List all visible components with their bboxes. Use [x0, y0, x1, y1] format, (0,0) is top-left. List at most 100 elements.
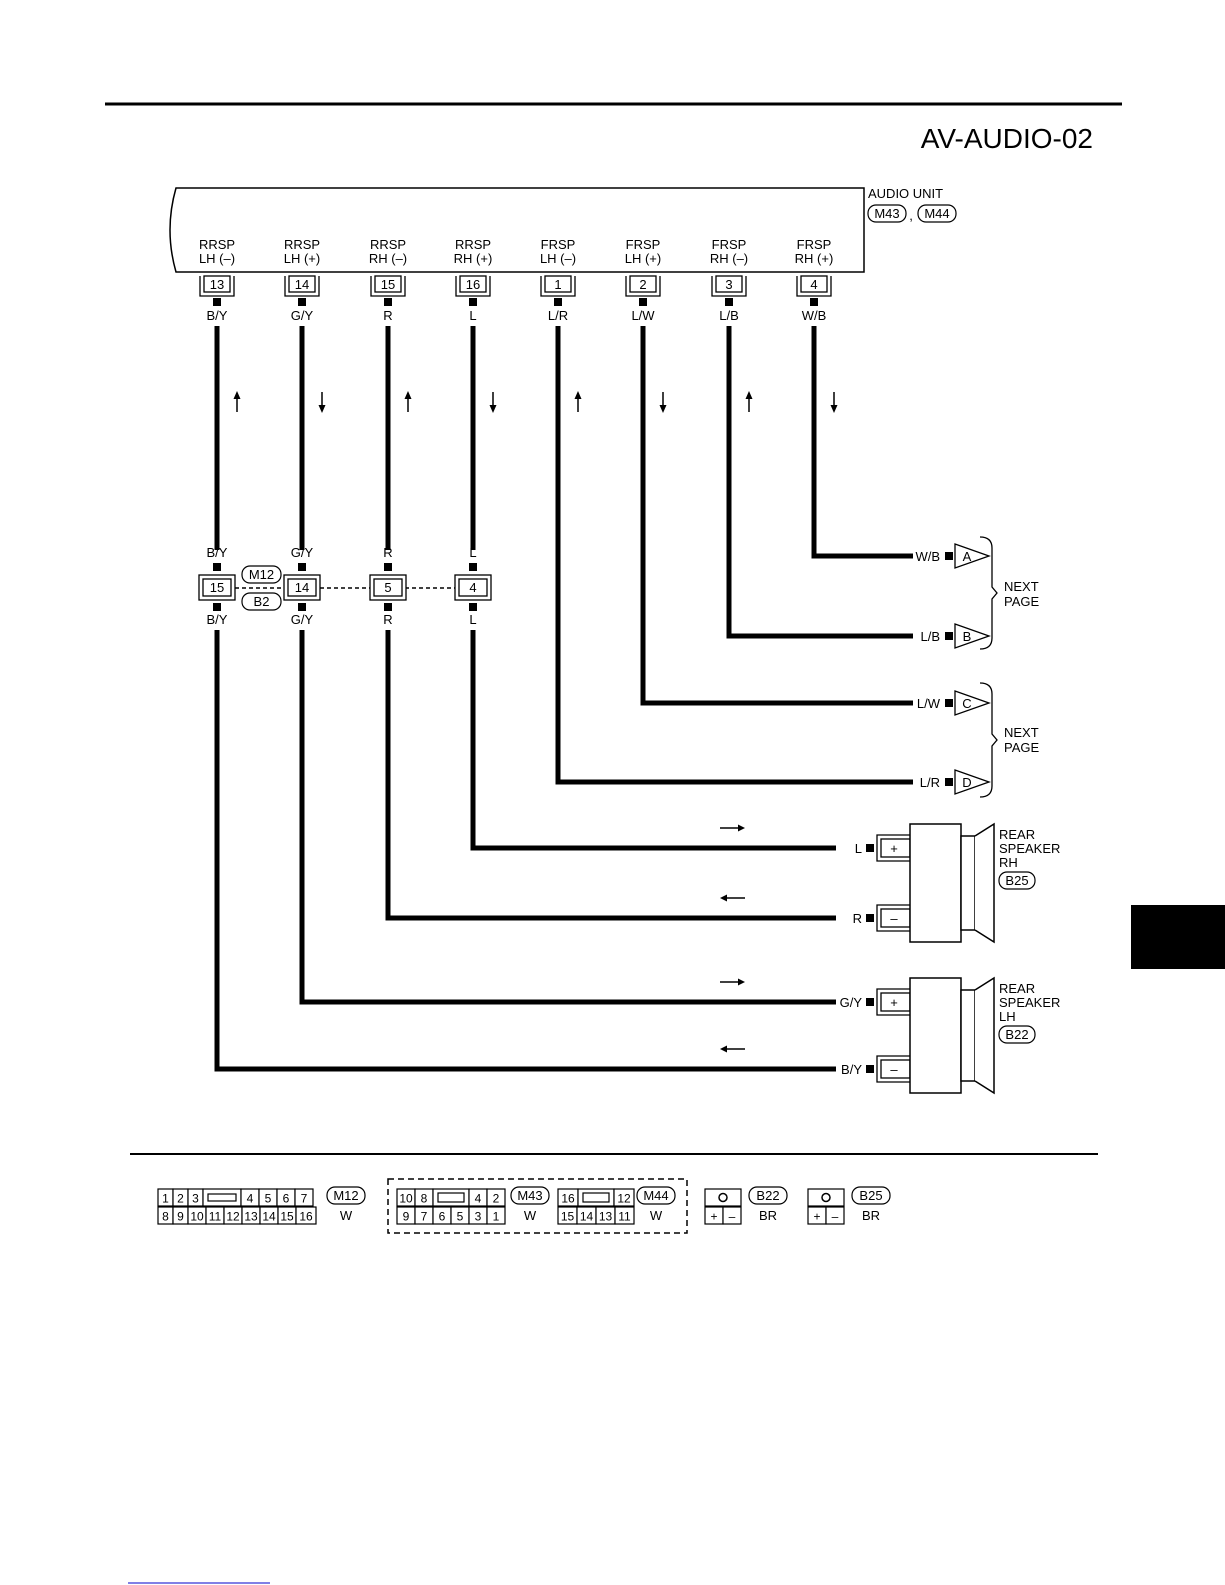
wire-color-label: B/Y [207, 308, 228, 323]
connector-tag-m43-text: M43 [874, 206, 899, 221]
section-tab [1131, 905, 1225, 969]
joint-pin-number: 15 [210, 580, 224, 595]
connector-cavity [486, 1188, 506, 1207]
connector-id: M12 [333, 1188, 358, 1203]
next-page-references: NEXT PAGE NEXT PAGE [979, 536, 1039, 798]
connector-cavity-number: 4 [475, 1192, 482, 1206]
terminal-bracket [199, 276, 235, 297]
speaker-cone [974, 822, 995, 944]
connector-cavity-number: 2 [493, 1192, 500, 1206]
joint-wire-color-bottom: G/Y [291, 612, 314, 627]
terminal-contact [554, 298, 562, 306]
joint-pin-box [458, 578, 488, 597]
joint-contact-bottom [469, 603, 477, 611]
speaker-terminal-symbol: + [890, 995, 898, 1010]
next-page-wire-color: W/B [915, 549, 940, 564]
connector-latch-icon [821, 1192, 831, 1203]
connector-id-tag [851, 1186, 891, 1205]
terminal-bracket [370, 276, 406, 297]
speaker-contact [866, 1065, 874, 1073]
connector-cavity-number: 10 [190, 1210, 204, 1224]
next-page-contact [945, 699, 953, 707]
wire-color-label: G/Y [291, 308, 314, 323]
joint-pin-number: 14 [295, 580, 309, 595]
next-page-arrow [954, 543, 991, 569]
wire-color-label: L [469, 308, 476, 323]
connector-color: BR [759, 1208, 777, 1223]
connector-cavity-number: 4 [247, 1192, 254, 1206]
connector-color: W [650, 1208, 663, 1223]
connector-cavity-number: 5 [265, 1192, 272, 1206]
connector-id: B22 [756, 1188, 779, 1203]
joint-pin-number: 4 [469, 580, 476, 595]
wire-to-next-page [811, 326, 913, 559]
joint-tag-m12-text: M12 [249, 567, 274, 582]
speaker-terminal-bracket [876, 904, 910, 932]
speaker-label-line1: REAR [999, 827, 1035, 842]
next-page-arrow [954, 690, 991, 716]
next-page-letter: B [963, 629, 972, 644]
speaker-connector-id: B22 [1005, 1027, 1028, 1042]
terminal-pin-number: 1 [554, 277, 561, 292]
terminal-pin-number: 3 [725, 277, 732, 292]
wire-to-speaker [385, 630, 836, 921]
terminal-pin-box [715, 275, 743, 293]
connector-tag-m43 [867, 204, 907, 223]
connector-color: BR [862, 1208, 880, 1223]
connector-cavity-number: + [813, 1210, 820, 1224]
connector-cavity-number: 8 [162, 1210, 169, 1224]
terminal-label-line2: LH (+) [284, 251, 320, 266]
terminal-pin-box [629, 275, 657, 293]
joint-contact-bottom [384, 603, 392, 611]
signal-arrow-head [404, 391, 412, 399]
speaker-label-line2: SPEAKER [999, 841, 1060, 856]
connector-cavity-number: 5 [457, 1210, 464, 1224]
next-page-wire-color: L/B [920, 629, 940, 644]
terminal-contact [213, 298, 221, 306]
speaker-contact [866, 914, 874, 922]
terminal-pin-box [459, 275, 487, 293]
joint-pin-box [373, 578, 403, 597]
connector-cavity-number: + [710, 1210, 717, 1224]
terminal-pin-number: 13 [210, 277, 224, 292]
next-page-brace [979, 536, 998, 650]
connector-cavity-number: 7 [421, 1210, 428, 1224]
terminal-bracket [625, 276, 661, 297]
connector-group-box [387, 1178, 688, 1234]
audio-unit-label: AUDIO UNIT [868, 186, 943, 201]
next-page-brace [979, 682, 998, 798]
terminal-label-line1: RRSP [199, 237, 235, 252]
next-page-label-2: PAGE [1004, 594, 1039, 609]
connector-id-tag [326, 1186, 366, 1205]
connector-color: W [524, 1208, 537, 1223]
terminal-pin-number: 14 [295, 277, 309, 292]
speaker-label-line3: RH [999, 855, 1018, 870]
terminal-label-line1: RRSP [370, 237, 406, 252]
connector-cavity-number: 3 [475, 1210, 482, 1224]
speaker-magnet [960, 835, 976, 931]
connector-id: M43 [517, 1188, 542, 1203]
wire-to-speaker [299, 630, 836, 1005]
joint-tag-b2-text: B2 [254, 594, 270, 609]
current-arrow-head [720, 1045, 727, 1053]
speaker-terminal-symbol: – [890, 1062, 898, 1077]
connector-cavity-number: – [832, 1210, 839, 1224]
wire-color-label: W/B [802, 308, 827, 323]
terminal-label-line1: FRSP [626, 237, 661, 252]
signal-arrow-head [233, 391, 241, 399]
rear-speakers: LR+–REARSPEAKERRHB25G/YB/Y+–REARSPEAKERL… [720, 822, 1060, 1095]
speaker-terminal-symbol: – [890, 911, 898, 926]
connector-cavity-number: 6 [439, 1210, 446, 1224]
joint-contact-top [384, 563, 392, 571]
audio-unit: AUDIO UNIT M43 , M44 [169, 186, 957, 273]
speaker-terminal-symbol: + [890, 841, 898, 856]
joint-contact-bottom [298, 603, 306, 611]
connector-cavity [294, 1188, 314, 1207]
wire-color-label: L/R [548, 308, 568, 323]
